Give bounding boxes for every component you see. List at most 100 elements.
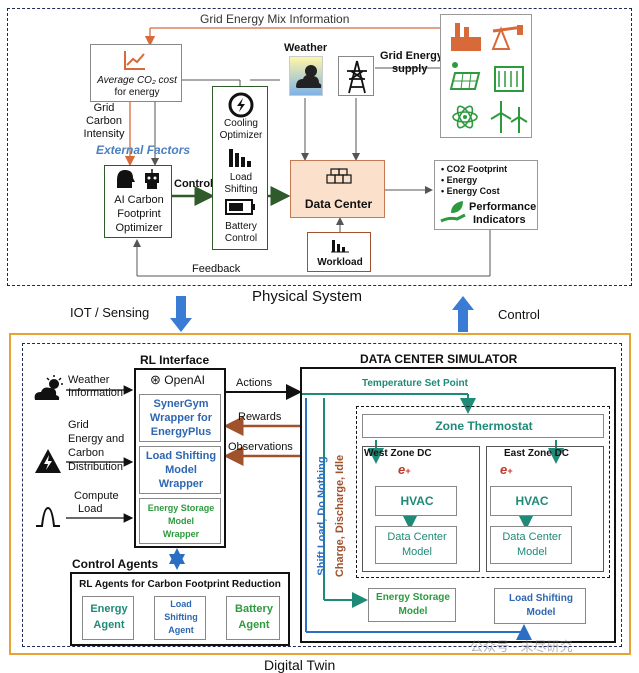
charge-label: Charge, Discharge, Idle: [334, 454, 346, 578]
external-factors-label: External Factors: [96, 143, 191, 157]
grid-info-line1: Grid: [68, 419, 89, 431]
cloud-sun-icon: [34, 375, 63, 400]
esm-wrapper-box: Energy Storage Model Wrapper: [139, 498, 221, 544]
cooling-line1: Cooling: [224, 118, 258, 129]
west-dc-model-line1: Data Center: [387, 531, 447, 543]
high-voltage-icon: [35, 449, 61, 473]
iot-sensing-label: IOT / Sensing: [70, 305, 150, 320]
lsm-line3: Wrapper: [158, 478, 204, 490]
workload-label: Workload: [317, 257, 363, 268]
workload-box: Workload: [307, 232, 371, 272]
stopwatch-icon: [228, 92, 254, 118]
temp-set-point-label: Temperature Set Point: [362, 378, 468, 389]
west-hvac-label: HVAC: [400, 494, 434, 508]
digital-twin-label: Digital Twin: [264, 657, 336, 673]
digital-twin-inner-frame: [22, 343, 622, 647]
observations-label: Observations: [228, 441, 293, 453]
physical-system-frame: [7, 8, 632, 286]
energy-storage-model-box: Energy Storage Model: [368, 588, 456, 622]
battery-line1: Battery: [225, 221, 257, 232]
weather-label: Weather: [284, 42, 328, 54]
energy-sources-box: [440, 14, 532, 138]
cooling-line2: Optimizer: [219, 130, 263, 141]
avg-co2-line2: for energy: [114, 87, 160, 98]
east-zone-box: [486, 446, 604, 572]
grid-supply-line1: Grid Energy: [380, 50, 443, 62]
server-cubes-icon: [326, 168, 352, 184]
energy-storage-line2: Model: [398, 606, 428, 617]
grid-supply-line2: supply: [392, 63, 428, 75]
optimizer-stack-box: Cooling Optimizer Load Shifting Battery …: [212, 86, 268, 250]
actions-label: Actions: [236, 377, 273, 389]
zone-thermostat-box: Zone Thermostat: [362, 414, 604, 438]
load-agent-box: Load Shifting Agent: [154, 596, 206, 640]
esm-line3: Wrapper: [162, 529, 200, 539]
pi-item-3: • Energy Cost: [441, 186, 500, 196]
control-arrow-icon: [452, 296, 474, 332]
pi-title-line1: Performance: [469, 201, 537, 213]
avg-co2-line1: Average CO₂ cost: [97, 75, 177, 86]
rewards-label: Rewards: [238, 411, 282, 423]
battery-agent-line1: Battery: [235, 603, 273, 615]
west-dc-model-line2: Model: [402, 546, 432, 558]
rl-interface-title: RL Interface: [140, 353, 210, 367]
iot-arrow-icon: [170, 296, 192, 332]
physical-system-label: Physical System: [252, 288, 363, 305]
east-zone-label: East Zone DC: [504, 448, 570, 459]
pi-item-2: • Energy: [441, 175, 478, 185]
energy-agent-line2: Agent: [93, 619, 125, 631]
load-shifting-line1: Load Shifting: [509, 593, 573, 604]
data-center-box: Data Center: [290, 160, 385, 218]
brain-head-icon: [117, 170, 135, 188]
load-line2: Shifting: [224, 184, 258, 195]
lsm-wrapper-box: Load Shifting Model Wrapper: [139, 446, 221, 494]
load-line1: Load: [229, 172, 253, 183]
load-agent-line1: Load: [170, 599, 192, 609]
east-eplus-icon: e+: [500, 462, 513, 477]
energy-agent-line1: Energy: [90, 603, 128, 615]
east-hvac-box: HVAC: [490, 486, 572, 516]
esm-line2: Model: [168, 516, 194, 526]
west-hvac-box: HVAC: [375, 486, 457, 516]
data-center-label: Data Center: [304, 197, 373, 211]
rl-agents-box: RL Agents for Carbon Footprint Reduction…: [70, 572, 290, 646]
transmission-tower-box: [338, 56, 374, 96]
simulator-box: [300, 367, 616, 643]
robot-icon: [145, 169, 159, 189]
lsm-line1: Load Shifting: [145, 450, 217, 462]
west-dc-model-box: Data Center Model: [375, 526, 457, 564]
chart-icon: [124, 51, 145, 70]
load-agent-line2: Shifting: [164, 612, 198, 622]
feedback-label: Feedback: [192, 263, 241, 275]
pulse-icon: [36, 506, 60, 527]
simulator-title: DATA CENTER SIMULATOR: [360, 352, 518, 366]
grid-energy-mix-label: Grid Energy Mix Information: [200, 12, 350, 26]
openai-icon: ⊛: [150, 372, 161, 387]
east-hvac-label: HVAC: [515, 494, 549, 508]
compute-line1: Compute: [74, 490, 119, 502]
compute-line2: Load: [78, 503, 103, 515]
battery-line2: Control: [224, 233, 258, 244]
wind-turbine-icon: [490, 101, 528, 133]
grid-carbon-line1: Grid: [93, 102, 115, 114]
weather-info-line2: Information: [68, 387, 124, 399]
digital-twin-frame: [9, 333, 631, 655]
oil-pump-icon: [491, 25, 524, 50]
synergym-line2: Wrapper for: [149, 412, 213, 424]
pi-title-line2: Indicators: [473, 214, 526, 226]
synergym-box: SynerGym Wrapper for EnergyPlus: [139, 394, 221, 442]
ai-optimizer-box: AI Carbon Footprint Optimizer: [104, 165, 172, 238]
rl-agents-title: RL Agents for Carbon Footprint Reduction: [79, 579, 281, 590]
west-zone-box: [362, 446, 480, 572]
shift-load-label: Shift Load, Do Nothing: [316, 456, 328, 576]
control-agents-title: Control Agents: [72, 557, 159, 571]
power-plant-icon: [494, 66, 524, 92]
load-agent-line3: Agent: [168, 625, 194, 635]
east-dc-model-box: Data Center Model: [490, 526, 572, 564]
esm-line1: Energy Storage: [147, 503, 215, 513]
transmission-tower-icon: [347, 60, 367, 94]
avg-co2-box: Average CO₂ cost for energy: [90, 44, 182, 102]
weather-icon: [289, 56, 323, 96]
